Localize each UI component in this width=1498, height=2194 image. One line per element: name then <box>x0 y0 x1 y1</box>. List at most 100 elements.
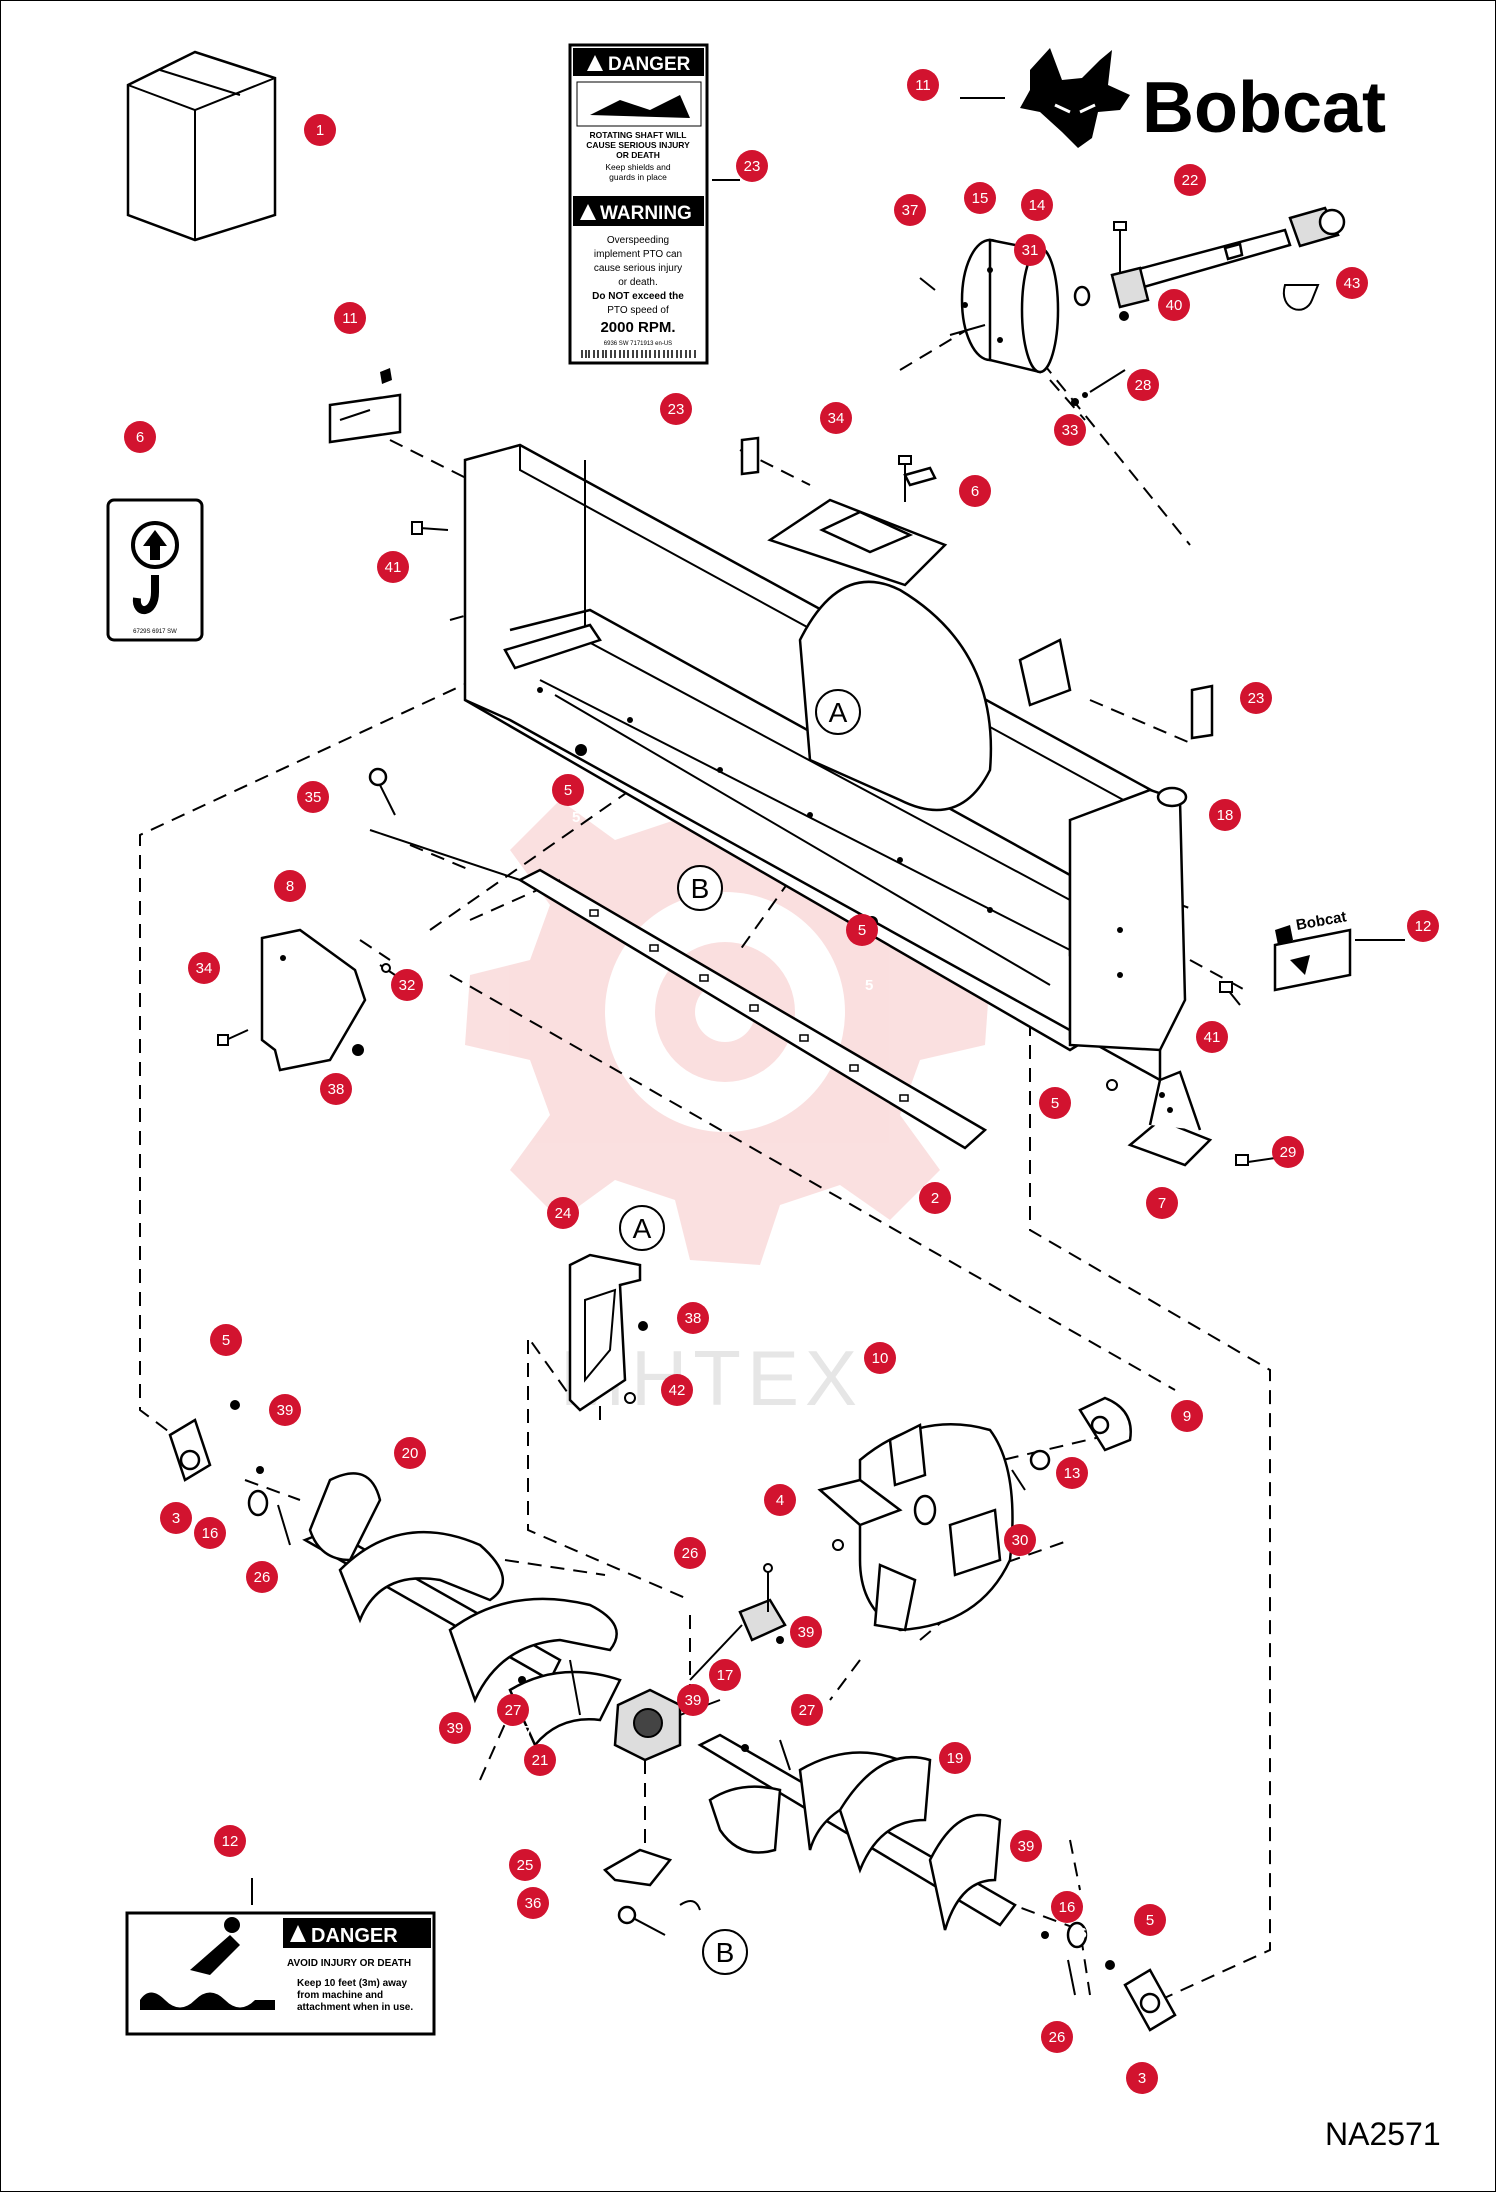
callout-bubble-number: 37 <box>902 202 919 219</box>
callout-bubble <box>246 1561 278 1593</box>
part-16-collar-left <box>247 1489 269 1517</box>
part-number-label: 22 <box>1195 192 1212 209</box>
part-number-label: 30 <box>1025 1557 1042 1574</box>
bobcat-wordmark: Bobcat <box>1142 68 1386 148</box>
danger-header: DANGER <box>608 54 691 75</box>
svg-text:A: A <box>633 1213 652 1244</box>
part-20-auger-left <box>302 1472 622 1748</box>
callout-bubble <box>1056 1457 1088 1489</box>
warning-header: WARNING <box>600 203 692 224</box>
part-12-decal-right: Bobcat <box>1273 908 1352 992</box>
callout-8: 88 <box>274 870 306 921</box>
svg-text:B: B <box>691 873 710 904</box>
part-number-label: 40 <box>1180 315 1197 332</box>
danger-bottom-line-4: attachment when in use. <box>297 2002 413 2013</box>
callout-bubble <box>1336 267 1368 299</box>
callout-bubble-number: 41 <box>1204 1029 1221 1046</box>
part-36-clip <box>679 1900 701 1911</box>
callout-bubble <box>674 1537 706 1569</box>
part-number-label: 23 <box>680 422 697 439</box>
callout-bubble-number: 15 <box>972 190 989 207</box>
callout-6: 66 <box>124 421 156 469</box>
part-number-label: 38 <box>693 1332 710 1349</box>
part-number-label: 42 <box>680 1402 697 1419</box>
part-number-label: 2 <box>945 1220 953 1237</box>
warning-line-3: cause serious injury <box>594 263 682 274</box>
callout-bubble <box>320 1073 352 1105</box>
callout-bubble <box>939 1742 971 1774</box>
callout-bubble-number: 35 <box>305 789 322 806</box>
callout-5: 55 <box>552 774 584 826</box>
part-number-label: 1 <box>330 142 338 159</box>
part-number-label: 5 <box>865 977 873 994</box>
ref-a-top: A <box>815 689 861 735</box>
part-number-label: 3 <box>1147 2099 1155 2116</box>
part-34-bolt-top <box>898 455 912 502</box>
callout-6: 66 <box>959 475 991 526</box>
callout-bubble-number: 27 <box>505 1702 522 1719</box>
part-30-washer <box>1011 1469 1026 1491</box>
callout-bubble <box>1039 1087 1071 1119</box>
part-19-auger-right <box>697 1733 1017 1931</box>
callout-bubble-number: 4 <box>776 1492 784 1509</box>
ref-b-top: B <box>677 865 723 911</box>
auger-fall-icon <box>140 1992 275 2010</box>
part-22-pto-driveline <box>1110 206 1346 309</box>
callout-bubble <box>160 1502 192 1534</box>
callout-bubble-number: 40 <box>1166 297 1183 314</box>
part-number-label: 6 <box>980 509 988 526</box>
callout-bubble-number: 17 <box>717 1667 734 1684</box>
callout-bubble <box>394 1437 426 1469</box>
part-number-label: 5 <box>1060 1122 1068 1139</box>
part-11-decal <box>328 368 402 444</box>
callout-bubble <box>764 1484 796 1516</box>
callout-bubble <box>188 952 220 984</box>
callout-bubble <box>439 1712 471 1744</box>
callout-2: 22 <box>919 1182 953 1237</box>
part-37-pin <box>919 277 936 291</box>
callout-5: 55 <box>1039 1087 1071 1139</box>
callout-bubble <box>959 475 991 507</box>
part-number-label: 33 <box>1073 447 1090 464</box>
person-icon <box>224 1917 240 1933</box>
part-number-label: 43 <box>1358 297 1375 314</box>
warning-line-7: 2000 RPM. <box>600 319 675 336</box>
callout-bubble <box>820 402 852 434</box>
part-16-collar-right <box>1066 1921 1088 1949</box>
callout-bubble-number: 32 <box>399 977 416 994</box>
callout-bubble-number: 26 <box>254 1569 271 1586</box>
lift-decal-codes: 6729S 6917 SW <box>133 629 177 635</box>
callout-4: 44 <box>764 1484 796 1536</box>
callout-bubble <box>547 1197 579 1229</box>
part-5-nut-right <box>1105 1960 1115 1970</box>
callout-bubble-number: 34 <box>196 960 213 977</box>
callout-bubble <box>790 1616 822 1648</box>
part-25-bracket <box>602 1848 673 1887</box>
callout-bubble-number: 5 <box>1051 1095 1059 1112</box>
callout-bubble-number: 21 <box>532 1752 549 1769</box>
part-39-pin-left <box>256 1466 264 1474</box>
part-number-label: 26 <box>265 1593 282 1610</box>
